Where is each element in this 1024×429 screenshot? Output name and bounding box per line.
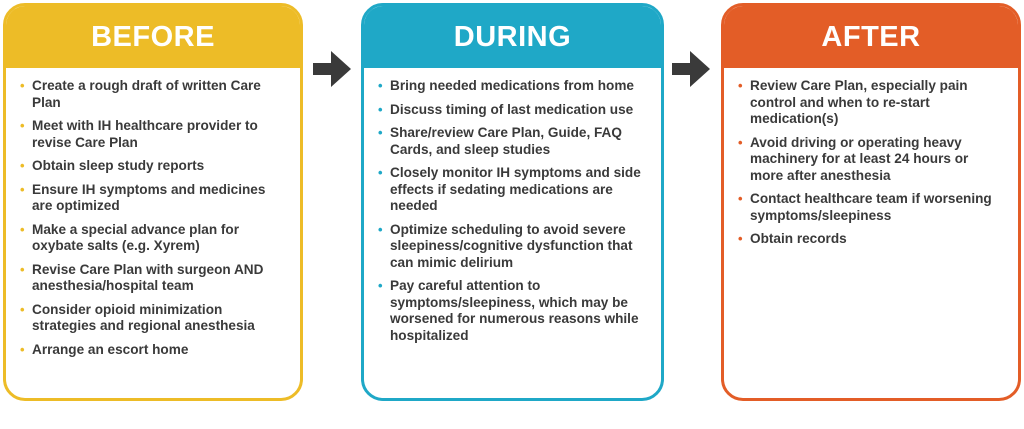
list-item-text: Consider opioid minimization strategies … (32, 301, 255, 334)
bullet-dot-icon: • (20, 341, 25, 357)
list-item-text: Create a rough draft of written Care Pla… (32, 78, 261, 110)
right-arrow-icon (672, 51, 710, 87)
list-item-text: Revise Care Plan with surgeon AND anesth… (32, 261, 264, 294)
list-item: • Discuss timing of last medication use (378, 102, 647, 119)
list-item: • Pay careful attention to symptoms/sleep… (378, 278, 647, 344)
bullet-dot-icon: • (378, 101, 383, 117)
bullet-dot-icon: • (20, 181, 25, 197)
list-item-text: Contact healthcare team if worsening sym… (750, 191, 992, 223)
bullet-dot-icon: • (20, 118, 25, 133)
before-list: • Create a rough draft of written Care Pl… (6, 68, 300, 358)
bullet-dot-icon: • (738, 134, 743, 150)
before-title: BEFORE (6, 6, 300, 68)
list-item-text: Bring needed medications from home (390, 78, 634, 93)
bullet-dot-icon: • (378, 221, 383, 237)
bullet-dot-icon: • (738, 191, 743, 206)
list-item: • Revise Care Plan with surgeon AND anest… (20, 262, 286, 295)
list-item: • Consider opioid minimization strategies… (20, 302, 286, 335)
list-item-text: Optimize scheduling to avoid severe slee… (390, 221, 633, 270)
list-item-text: Meet with IH healthcare provider to revi… (32, 118, 258, 150)
right-arrow-icon (313, 51, 351, 87)
during-title: DURING (364, 6, 661, 68)
during-list: • Bring needed medications from home • Dis… (364, 68, 661, 344)
after-list: • Review Care Plan, especially pain contr… (724, 68, 1018, 248)
bullet-dot-icon: • (378, 125, 383, 140)
during-panel: DURING • Bring needed medications from ho… (361, 3, 664, 401)
list-item: • Optimize scheduling to avoid severe sle… (378, 222, 647, 272)
list-item-text: Pay careful attention to symptoms/sleepi… (390, 278, 639, 343)
list-item-text: Review Care Plan, especially pain contro… (750, 78, 968, 126)
bullet-dot-icon: • (738, 78, 743, 93)
list-item-text: Obtain sleep study reports (32, 158, 205, 173)
list-item-text: Share/review Care Plan, Guide, FAQ Cards… (390, 125, 622, 157)
list-item: • Review Care Plan, especially pain contr… (738, 78, 1004, 128)
list-item: • Avoid driving or operating heavy machin… (738, 135, 1004, 185)
bullet-dot-icon: • (20, 221, 25, 237)
before-panel: BEFORE • Create a rough draft of written … (3, 3, 303, 401)
list-item: • Obtain sleep study reports (20, 158, 286, 175)
list-item: • Closely monitor IH symptoms and side ef… (378, 165, 647, 215)
after-panel: AFTER • Review Care Plan, especially pain… (721, 3, 1021, 401)
bullet-dot-icon: • (20, 158, 25, 173)
list-item: • Share/review Care Plan, Guide, FAQ Card… (378, 125, 647, 158)
list-item: • Make a special advance plan for oxybate… (20, 222, 286, 255)
list-item: • Meet with IH healthcare provider to rev… (20, 118, 286, 151)
bullet-dot-icon: • (20, 78, 25, 93)
after-title: AFTER (724, 6, 1018, 68)
list-item-text: Ensure IH symptoms and medicines are opt… (32, 181, 266, 214)
list-item: • Create a rough draft of written Care Pl… (20, 78, 286, 111)
bullet-dot-icon: • (378, 278, 383, 293)
list-item: • Arrange an escort home (20, 342, 286, 359)
list-item: • Ensure IH symptoms and medicines are op… (20, 182, 286, 215)
list-item-text: Discuss timing of last medication use (390, 101, 634, 117)
list-item-text: Avoid driving or operating heavy machine… (750, 134, 969, 183)
list-item-text: Obtain records (750, 231, 847, 246)
bullet-dot-icon: • (378, 78, 383, 93)
bullet-dot-icon: • (20, 301, 25, 317)
bullet-dot-icon: • (738, 231, 743, 246)
list-item: • Contact healthcare team if worsening sy… (738, 191, 1004, 224)
list-item-text: Make a special advance plan for oxybate … (32, 221, 240, 254)
list-item-text: Arrange an escort home (32, 341, 189, 357)
list-item: • Bring needed medications from home (378, 78, 647, 95)
list-item-text: Closely monitor IH symptoms and side eff… (390, 165, 641, 213)
bullet-dot-icon: • (378, 165, 383, 180)
bullet-dot-icon: • (20, 261, 25, 277)
list-item: • Obtain records (738, 231, 1004, 248)
